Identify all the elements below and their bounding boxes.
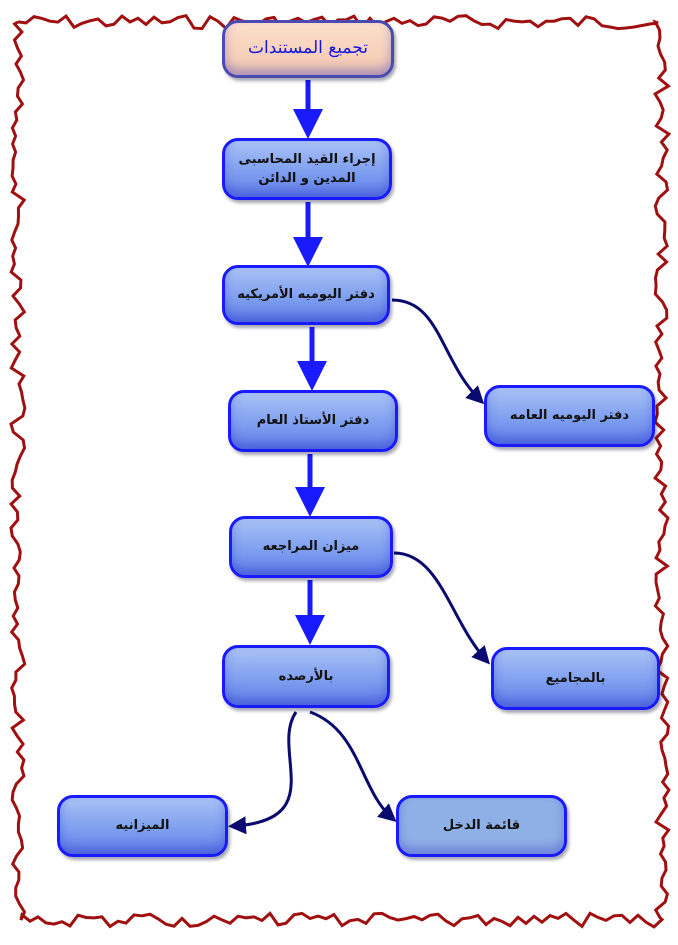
node-label: دفتر اليوميه العامه — [509, 408, 630, 424]
node-general-journal: دفتر اليوميه العامه — [484, 385, 655, 447]
node-trial-balance: ميزان المراجعه — [229, 516, 393, 578]
node-label: بالمجاميع — [545, 670, 606, 686]
node-label: تجميع المستندات — [248, 38, 368, 59]
node-balance-sheet: الميزانيه — [57, 795, 228, 857]
node-label: ميزان المراجعه — [262, 539, 360, 555]
node-by-balances: بالأرصده — [222, 645, 390, 708]
node-label: الميزانيه — [115, 818, 170, 834]
node-label: إجراء القيد المحاسبى — [238, 151, 376, 167]
node-label: المدين و الدائن — [258, 171, 356, 186]
node-label: دفتر الأستاذ العام — [256, 413, 370, 429]
node-income-statement: قائمة الدخل — [396, 795, 567, 857]
node-label: دفتر اليوميه الأمريكيه — [237, 287, 375, 303]
node-american-journal: دفتر اليوميه الأمريكيه — [222, 265, 390, 325]
curve-trial-to-totals — [393, 551, 491, 665]
node-general-ledger: دفتر الأستاذ العام — [228, 390, 398, 452]
node-journal-entry: إجراء القيد المحاسبى المدين و الدائن — [222, 138, 392, 200]
node-by-totals: بالمجاميع — [491, 647, 660, 710]
curve-balances-to-income — [309, 710, 397, 822]
node-label: بالأرصده — [278, 668, 334, 684]
curve-balances-to-sheet — [228, 711, 298, 835]
node-label: قائمة الدخل — [442, 818, 521, 834]
wavy-frame-border — [9, 13, 672, 929]
node-collect-documents: تجميع المستندات — [222, 20, 394, 78]
curve-american-to-general — [391, 298, 485, 405]
